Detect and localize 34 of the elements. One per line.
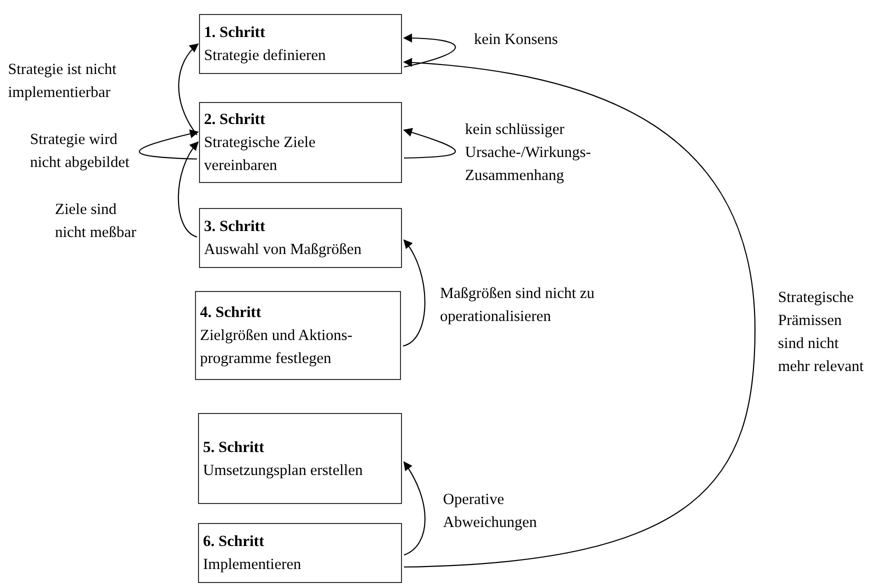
step-description: Zielgrößen und Aktions-programme festlegen — [200, 326, 354, 369]
step-box — [199, 14, 402, 74]
step-description: Umsetzungsplan erstellen — [203, 460, 364, 480]
edge-label: Operative Abweichungen — [443, 490, 538, 533]
feedback-arrow — [403, 128, 456, 159]
step-description: Auswahl von Maßgrößen — [204, 240, 363, 260]
edge-label: Strategie ist nicht implementierbar — [8, 60, 118, 103]
feedback-arrow — [402, 239, 426, 346]
edge-label: Strategische Prämissen sind nicht mehr relevant — [778, 288, 865, 377]
edge-label: kein Konsens — [474, 30, 559, 50]
step-box — [198, 523, 402, 583]
feedback-arrow — [403, 34, 456, 68]
edge-label: Ziele sind nicht meßbar — [55, 200, 138, 243]
feedback-arrow — [403, 58, 756, 568]
feedback-arrow — [178, 141, 199, 238]
step-heading: 4. Schritt — [200, 303, 262, 323]
step-heading: 5. Schritt — [203, 438, 266, 458]
step-heading: 3. Schritt — [204, 217, 266, 237]
edge-label: kein schlüssiger Ursache-/Wirkungs-Zusammenhang — [465, 120, 592, 186]
feedback-arrow — [404, 461, 426, 556]
step-heading: 2. Schritt — [204, 110, 266, 130]
step-description: Implementieren — [203, 555, 302, 575]
step-box — [199, 208, 402, 268]
edge-label: Strategie wird nicht abgebildet — [30, 130, 130, 173]
feedback-arrow — [178, 43, 199, 136]
edge-label: Maßgrößen sind nicht zu operationalisieren — [440, 284, 596, 327]
step-box — [199, 102, 402, 183]
step-heading: 1. Schritt — [204, 23, 266, 43]
step-description: Strategie definieren — [204, 46, 327, 66]
step-description: Strategische Ziele vereinbaren — [204, 133, 316, 176]
step-box — [198, 413, 402, 504]
feedback-arrow — [139, 130, 199, 160]
step-heading: 6. Schritt — [203, 532, 266, 552]
step-box — [195, 291, 401, 380]
